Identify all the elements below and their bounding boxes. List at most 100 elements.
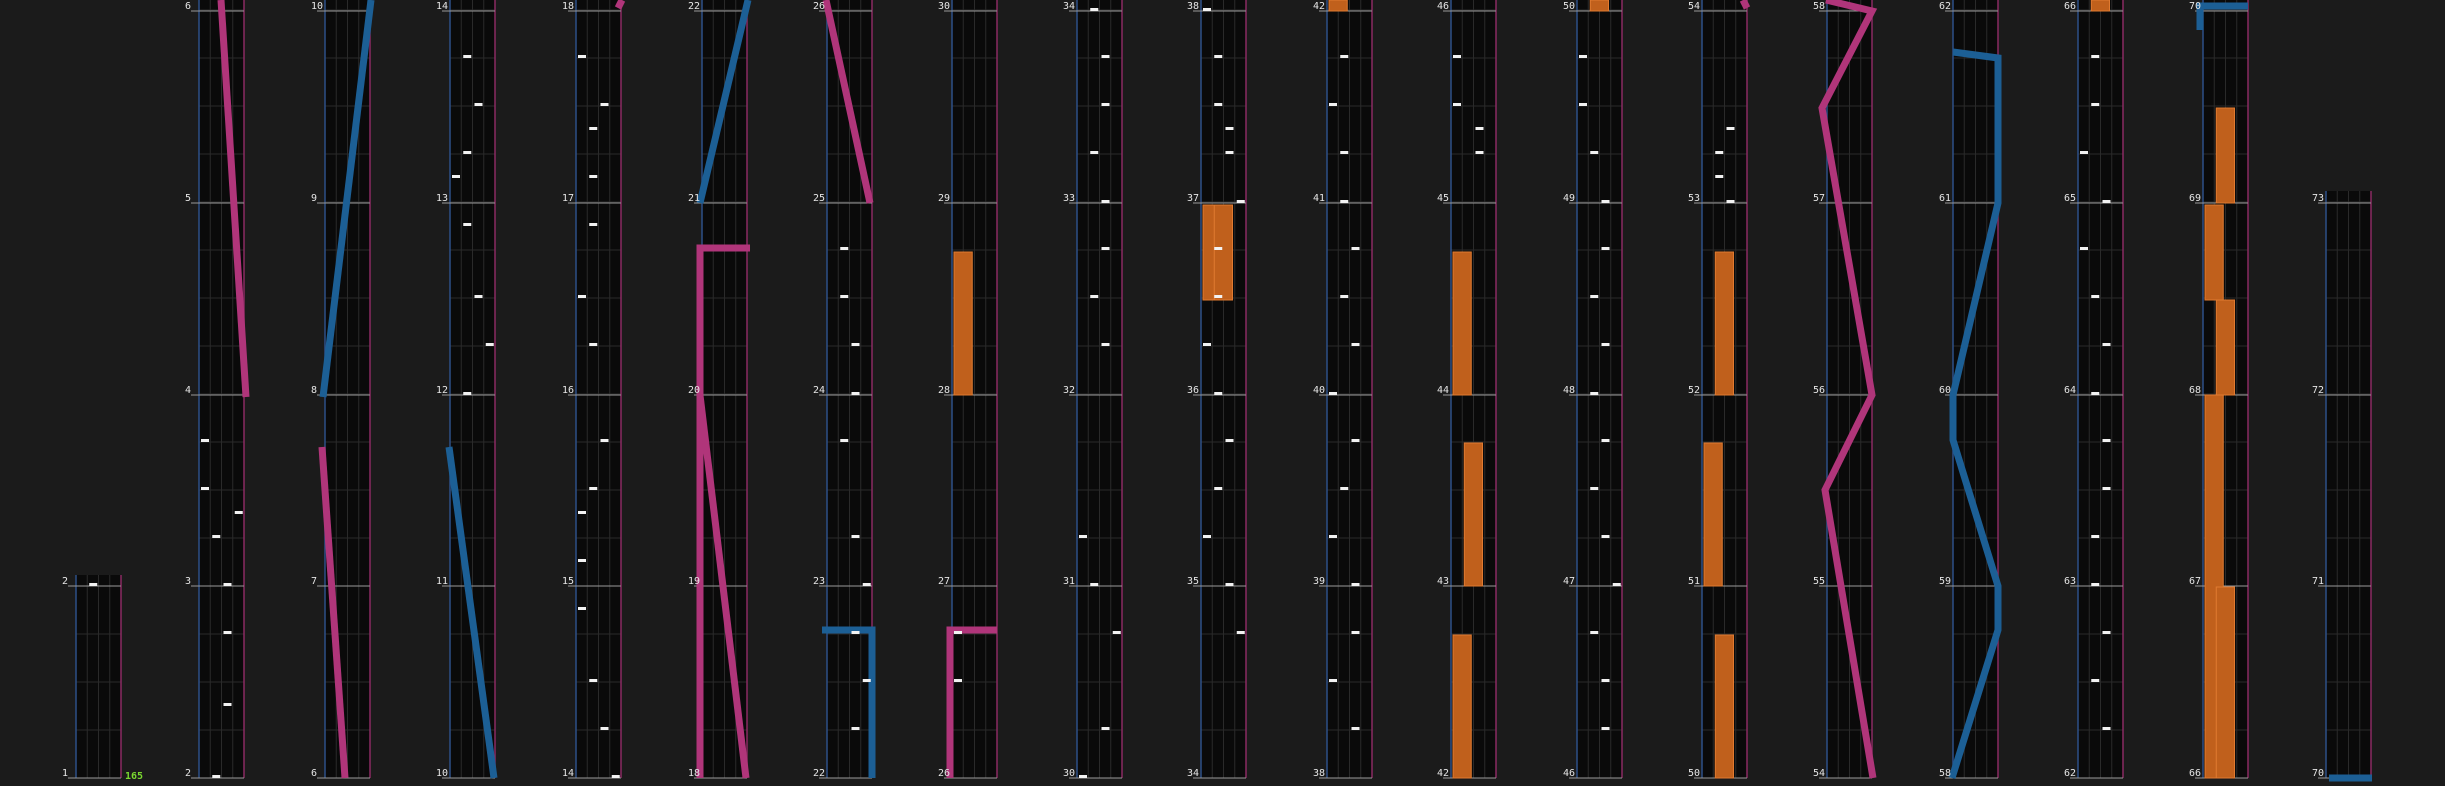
tap-note[interactable] [1340, 295, 1349, 298]
tap-note[interactable] [1590, 295, 1599, 298]
tap-note[interactable] [1214, 392, 1223, 395]
tap-note[interactable] [1225, 439, 1234, 442]
tap-note[interactable] [1590, 151, 1599, 154]
tap-note[interactable] [578, 559, 586, 562]
slide-note[interactable] [319, 0, 375, 398]
slide-note[interactable] [1948, 48, 2002, 780]
tap-note[interactable] [589, 175, 598, 178]
tap-note[interactable] [851, 392, 860, 395]
tap-note[interactable] [1090, 583, 1099, 586]
slide-note[interactable] [946, 626, 997, 778]
slide-note[interactable] [1818, 0, 1878, 779]
tap-note[interactable] [463, 392, 472, 395]
tap-note[interactable] [1351, 727, 1360, 730]
tap-note[interactable] [201, 439, 209, 442]
tap-note[interactable] [1340, 487, 1349, 490]
tap-note[interactable] [851, 535, 860, 538]
tap-note[interactable] [2091, 583, 2100, 586]
tap-note[interactable] [234, 511, 243, 514]
tap-note[interactable] [1090, 8, 1099, 11]
tap-note[interactable] [1601, 247, 1610, 250]
tap-note[interactable] [1214, 247, 1223, 250]
tap-note[interactable] [1340, 55, 1349, 58]
tap-note[interactable] [600, 727, 609, 730]
tap-note[interactable] [1590, 392, 1599, 395]
tap-note[interactable] [2091, 679, 2100, 682]
tap-note[interactable] [212, 775, 221, 778]
tap-note[interactable] [589, 127, 598, 130]
tap-note[interactable] [463, 223, 472, 226]
hold-note[interactable] [2090, 0, 2110, 12]
tap-note[interactable] [954, 631, 962, 634]
tap-note[interactable] [1214, 295, 1223, 298]
tap-note[interactable] [1351, 583, 1360, 586]
hold-note[interactable] [1213, 204, 1233, 301]
tap-note[interactable] [1351, 439, 1360, 442]
tap-note[interactable] [2091, 55, 2100, 58]
slide-note[interactable] [217, 0, 250, 398]
tap-note[interactable] [1715, 151, 1724, 154]
slide-note[interactable] [2196, 2, 2248, 30]
tap-note[interactable] [1475, 127, 1484, 130]
tap-note[interactable] [1590, 487, 1599, 490]
tap-note[interactable] [578, 55, 586, 58]
tap-note[interactable] [1329, 103, 1337, 106]
tap-note[interactable] [1225, 151, 1234, 154]
tap-note[interactable] [1225, 583, 1234, 586]
tap-note[interactable] [1329, 679, 1337, 682]
tap-note[interactable] [1101, 247, 1110, 250]
tap-note[interactable] [485, 343, 494, 346]
tap-note[interactable] [1101, 343, 1110, 346]
slide-note[interactable] [318, 446, 349, 779]
hold-note[interactable] [2215, 107, 2235, 204]
tap-note[interactable] [1329, 535, 1337, 538]
tap-note[interactable] [1601, 679, 1610, 682]
tap-note[interactable] [851, 631, 860, 634]
tap-note[interactable] [1101, 200, 1110, 203]
tap-note[interactable] [1601, 535, 1610, 538]
tap-note[interactable] [1214, 103, 1223, 106]
tap-note[interactable] [1340, 200, 1349, 203]
tap-note[interactable] [2102, 343, 2111, 346]
tap-note[interactable] [600, 103, 609, 106]
slide-note[interactable] [822, 0, 874, 204]
tap-note[interactable] [1225, 127, 1234, 130]
tap-note[interactable] [1601, 200, 1610, 203]
tap-note[interactable] [223, 703, 232, 706]
tap-note[interactable] [1453, 103, 1461, 106]
tap-note[interactable] [840, 247, 849, 250]
tap-note[interactable] [862, 679, 871, 682]
tap-note[interactable] [2102, 439, 2111, 442]
tap-note[interactable] [452, 175, 460, 178]
tap-note[interactable] [851, 343, 860, 346]
tap-note[interactable] [578, 295, 586, 298]
tap-note[interactable] [1340, 151, 1349, 154]
tap-note[interactable] [1090, 151, 1099, 154]
tap-note[interactable] [1601, 727, 1610, 730]
tap-note[interactable] [1726, 200, 1735, 203]
tap-note[interactable] [212, 535, 221, 538]
tap-note[interactable] [2091, 103, 2100, 106]
slide-note[interactable] [696, 244, 750, 778]
tap-note[interactable] [1079, 775, 1087, 778]
tap-note[interactable] [611, 775, 620, 778]
tap-note[interactable] [89, 583, 98, 586]
tap-note[interactable] [589, 343, 598, 346]
tap-note[interactable] [1203, 8, 1211, 11]
tap-note[interactable] [2080, 151, 2088, 154]
hold-note[interactable] [1328, 0, 1348, 12]
tap-note[interactable] [1590, 631, 1599, 634]
slide-note[interactable] [445, 446, 498, 779]
tap-note[interactable] [840, 295, 849, 298]
hold-note[interactable] [2204, 204, 2224, 301]
tap-note[interactable] [2102, 727, 2111, 730]
slide-note[interactable] [1739, 0, 1751, 10]
tap-note[interactable] [1612, 583, 1621, 586]
tap-note[interactable] [463, 55, 472, 58]
tap-note[interactable] [1579, 103, 1587, 106]
tap-note[interactable] [1726, 127, 1735, 130]
tap-note[interactable] [1579, 55, 1587, 58]
slide-note[interactable] [696, 0, 752, 204]
tap-note[interactable] [862, 583, 871, 586]
tap-note[interactable] [589, 487, 598, 490]
